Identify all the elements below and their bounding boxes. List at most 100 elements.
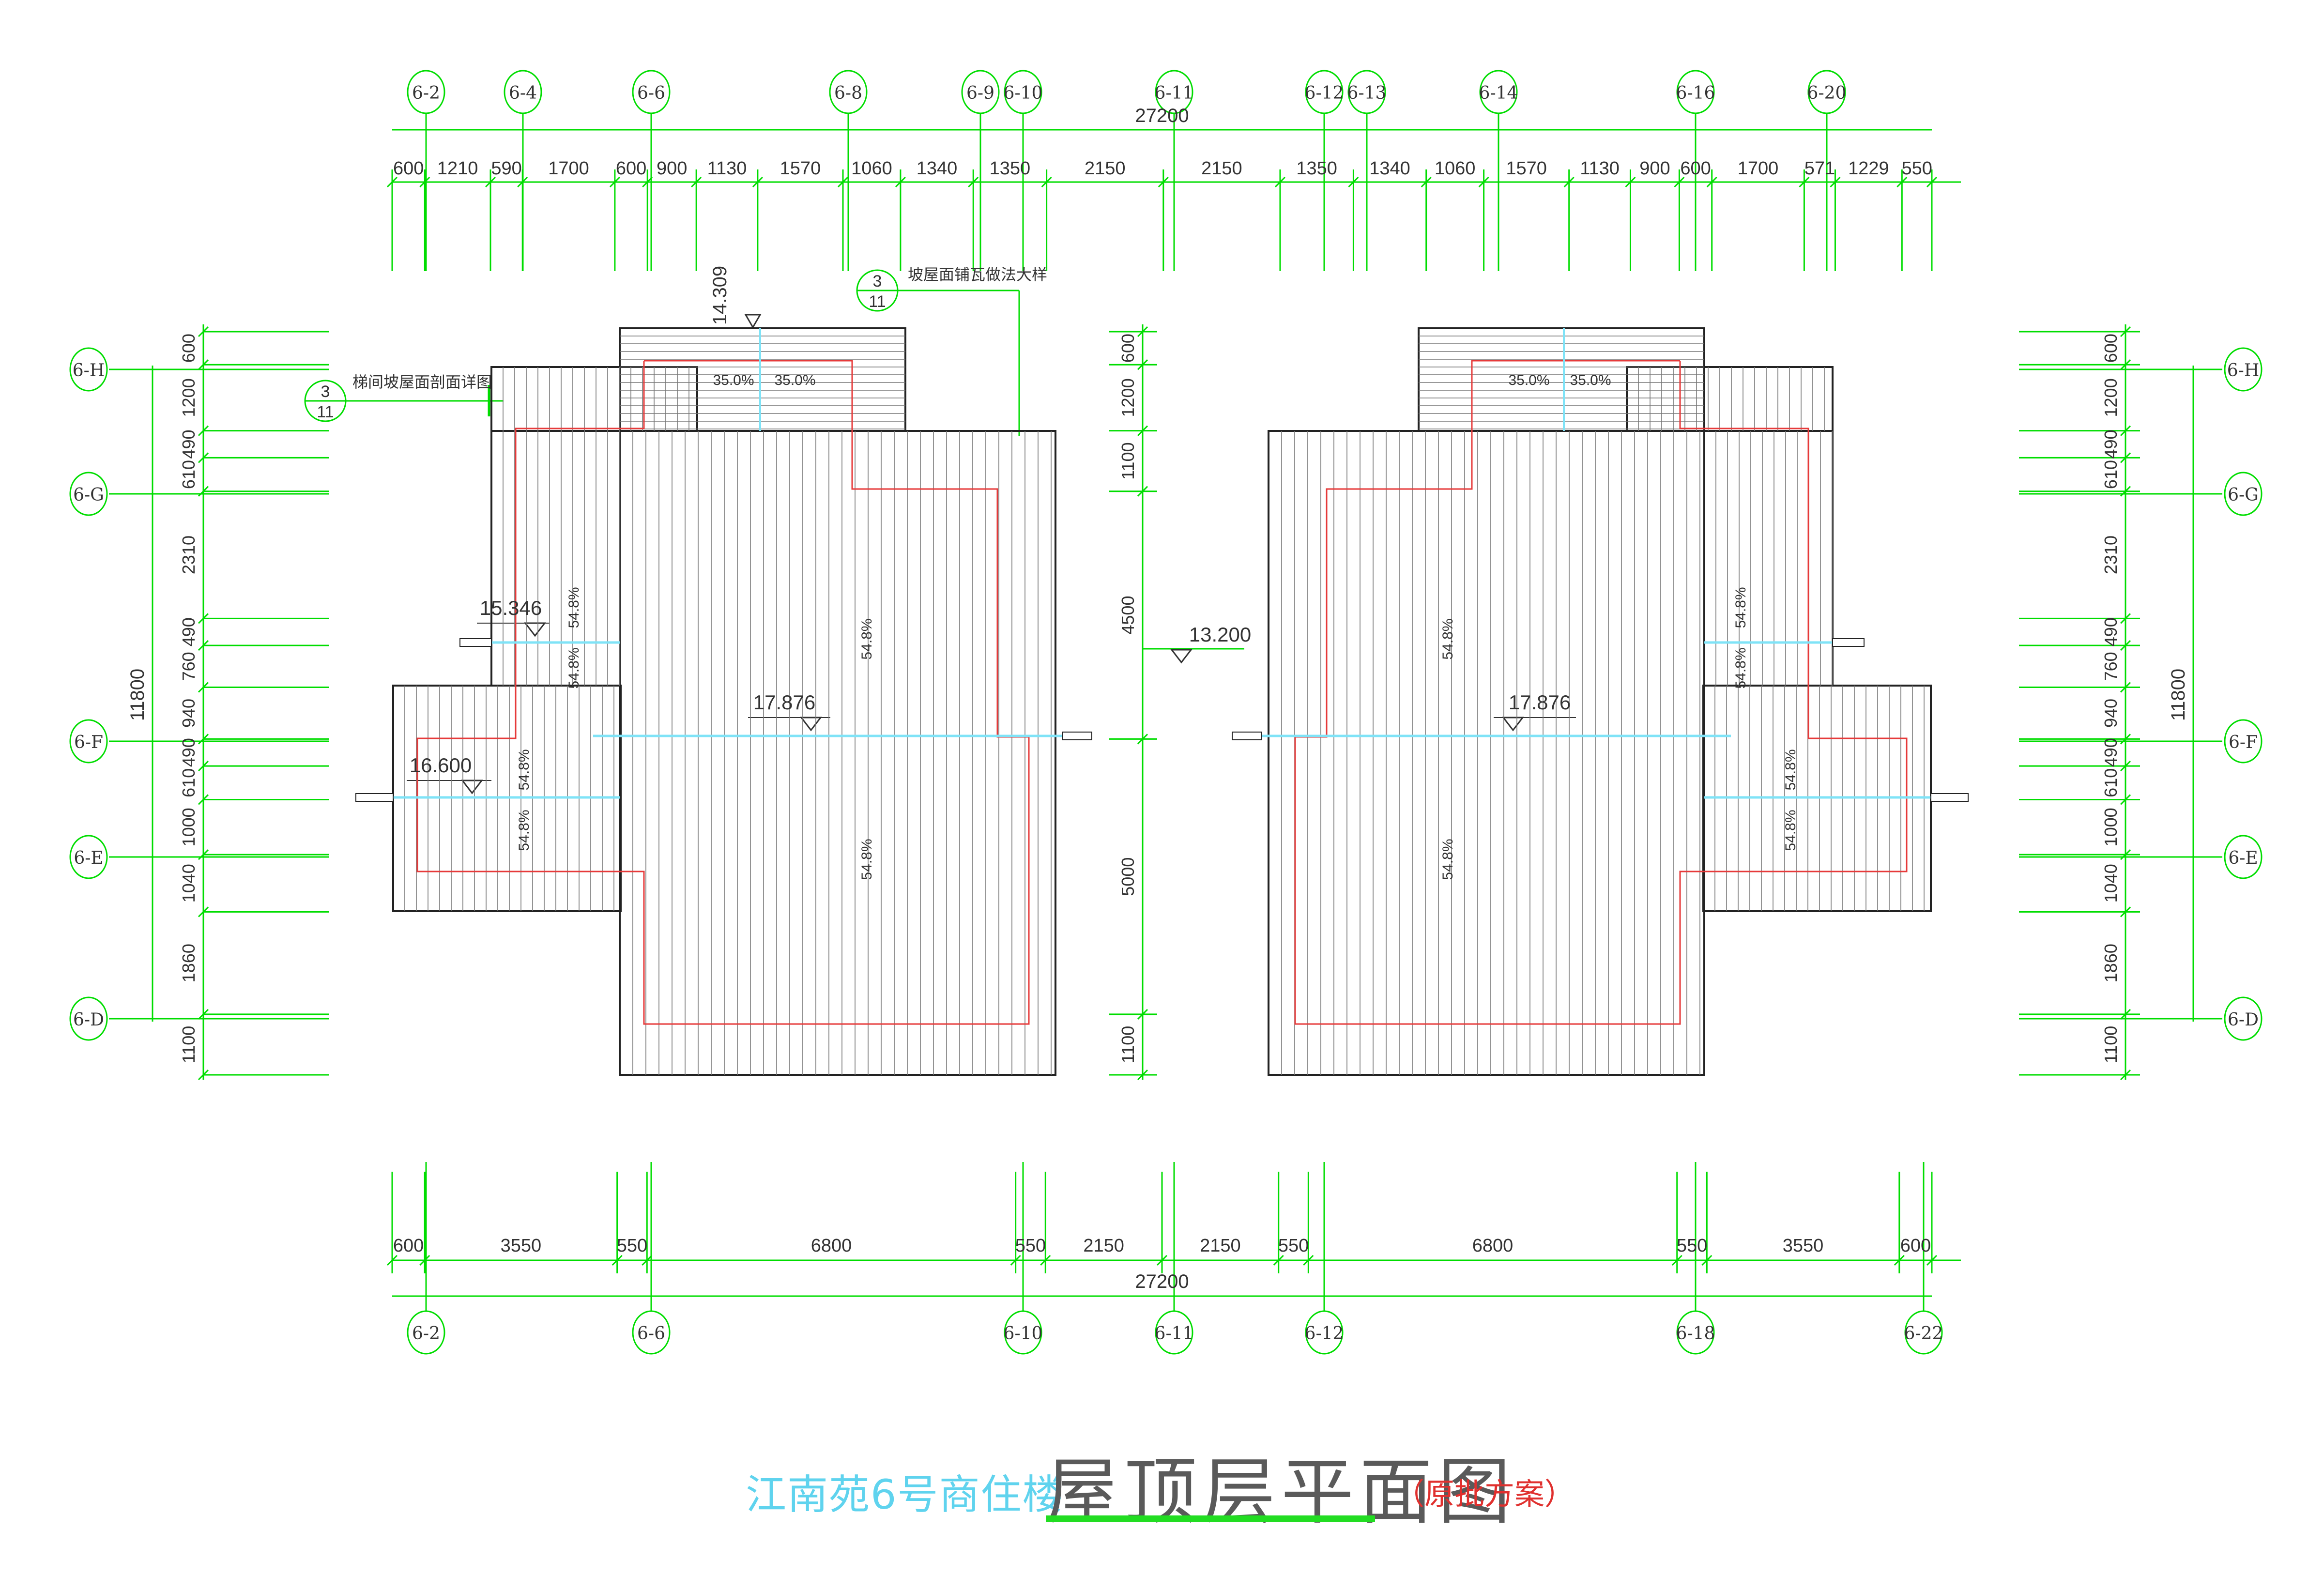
dimension-side: 490 [179, 617, 199, 646]
dimension-tick [419, 1254, 430, 1266]
dimension-tick [198, 1009, 209, 1020]
overall-dimension-top: 27200 [1135, 105, 1189, 126]
slope-label: 54.8% [1440, 618, 1456, 659]
dimension-tick [2120, 794, 2131, 805]
axis-bubble-bottom-label: 6-12 [1305, 1324, 1344, 1344]
axis-bubble-top-label: 6-11 [1155, 83, 1194, 103]
title-block: 江南苑6号商住楼 屋顶层平面图 （原批方案） [0, 1414, 2324, 1540]
slope-label: 54.8% [566, 647, 582, 688]
dimension-top: 550 [1901, 158, 1932, 179]
dimension-side: 760 [2101, 652, 2121, 681]
dimension-tick [198, 906, 209, 917]
slope-label: 54.8% [859, 618, 875, 659]
mid-elevation: 13.200 [1189, 623, 1251, 646]
dimension-tick [198, 1069, 209, 1081]
axis-bubble-side-circle [2224, 347, 2263, 392]
dimension-bottom: 600 [393, 1236, 424, 1256]
axis-bubble-top-label: 6-2 [412, 83, 440, 103]
axis-bubble-side-label: 6-F [2229, 733, 2258, 752]
dimension-tick [642, 1254, 653, 1266]
ridge-elevation: 17.876 [1509, 691, 1571, 714]
dimension-tick [1303, 1254, 1314, 1266]
dimension-bottom: 3550 [1783, 1236, 1824, 1256]
mid-dimension: 600 [1118, 334, 1138, 363]
dimension-side: 610 [179, 768, 199, 797]
slope-label: 54.8% [1440, 839, 1456, 880]
axis-bubble-top-label: 6-14 [1479, 83, 1518, 103]
dimension-tick [609, 176, 620, 188]
dimension-top: 900 [1639, 158, 1670, 179]
dimension-bottom: 600 [1900, 1236, 1931, 1256]
dimension-tick [1563, 176, 1575, 188]
dimension-top: 1350 [1296, 158, 1337, 179]
dimension-tick [386, 176, 398, 188]
dimension-tick [968, 176, 979, 188]
dimension-tick [1421, 176, 1432, 188]
dimension-tick [1137, 359, 1148, 370]
elevation-left-lower: 16.600 [410, 754, 472, 777]
axis-bubble-side-circle [69, 347, 108, 392]
project-name: 江南苑6号商住楼 [746, 1471, 1064, 1518]
dimension-side: 1000 [2101, 808, 2121, 846]
dimension-side: 1200 [2101, 378, 2121, 417]
gutter-outlet [1930, 793, 1969, 802]
dimension-tick [837, 176, 849, 188]
left-roof-upper [1703, 430, 1834, 687]
axis-bubble-bottom-circle [1004, 1310, 1042, 1355]
dimension-tick [1674, 176, 1685, 188]
elevation-marker [1501, 717, 1525, 732]
axis-bubble-side-circle [69, 996, 108, 1041]
dimension-tick [1706, 176, 1717, 188]
dimension-tick [1137, 326, 1148, 337]
dimension-tick [895, 176, 906, 188]
dimension-top: 1700 [548, 158, 589, 179]
axis-bubble-side-label: 6-D [73, 1010, 104, 1030]
axis-bubble-bottom-circle [1305, 1310, 1344, 1355]
ridge-line-layer [416, 360, 1908, 1025]
slope-label: 54.8% [1783, 749, 1799, 790]
dimension-tick [2120, 640, 2131, 651]
dimension-tick [2120, 326, 2131, 337]
dimension-top: 2150 [1085, 158, 1126, 179]
dimension-tick [2120, 1069, 2131, 1081]
dimension-tick [1274, 176, 1286, 188]
axis-bubble-side-label: 6-E [2228, 848, 2258, 868]
axis-bubble-bottom-label: 6-6 [637, 1324, 665, 1344]
axis-bubble-side-circle [69, 472, 108, 516]
dimension-tick [642, 176, 653, 188]
axis-bubble-side-label: 6-H [73, 361, 105, 381]
dimension-tick [198, 794, 209, 805]
dimension-tick [198, 425, 209, 436]
axis-bubble-top-label: 6-20 [1807, 83, 1847, 103]
axis-bubble-bottom-circle [632, 1310, 671, 1355]
dimension-top: 1060 [851, 158, 892, 179]
dimension-top: 1340 [917, 158, 958, 179]
dimension-side: 600 [179, 334, 199, 363]
dimension-top: 571 [1804, 158, 1835, 179]
slope-label: 35.0% [1508, 372, 1549, 388]
slope-label: 54.8% [1733, 647, 1749, 688]
dimension-side: 760 [179, 652, 199, 681]
dimension-side: 610 [2101, 768, 2121, 797]
dimension-top: 600 [1680, 158, 1711, 179]
dimension-tick [2120, 452, 2131, 463]
elevation-marker [523, 622, 547, 637]
dimension-side: 940 [2101, 699, 2121, 728]
dimension-tick [386, 1254, 398, 1266]
dimension-side: 610 [2101, 460, 2121, 489]
dimension-tick [1041, 176, 1052, 188]
axis-bubble-top-label: 6-10 [1004, 83, 1043, 103]
slope-label: 54.8% [516, 749, 532, 790]
slope-label: 35.0% [774, 372, 815, 388]
detail-symbol-stair-num: 3 [321, 382, 330, 401]
dimension-top: 1570 [780, 158, 821, 179]
dimension-side: 1200 [179, 378, 199, 417]
main-roof [1268, 430, 1705, 1076]
dimension-tick [1137, 1009, 1148, 1020]
axis-bubble-top-label: 6-4 [509, 83, 537, 103]
axis-bubble-bottom-label: 6-22 [1904, 1324, 1943, 1344]
dimension-tick [1010, 1254, 1021, 1266]
